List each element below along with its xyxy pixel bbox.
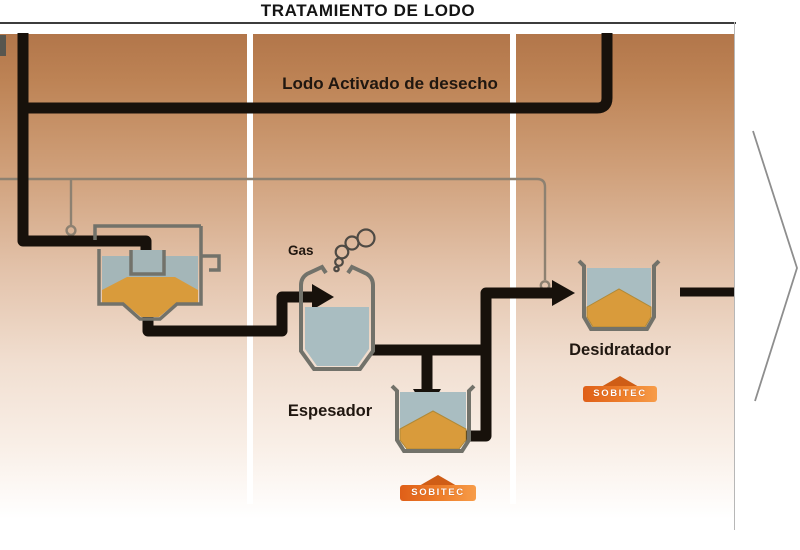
clarifier-sludge xyxy=(102,277,198,317)
clarifier-bridge xyxy=(93,224,201,240)
page-title: TRATAMIENTO DE LODO xyxy=(260,1,476,20)
edge-pipe-stub xyxy=(0,35,6,56)
gas-bubbles-icon xyxy=(333,228,376,273)
stage-divider-2 xyxy=(510,34,516,504)
dehydrator-sludge xyxy=(586,288,652,328)
digester-water xyxy=(305,307,369,366)
label-dehydrator: Desidratador xyxy=(569,341,671,359)
sobitec-logo: SOBITEC xyxy=(400,475,476,501)
label-thickener: Espesador xyxy=(287,402,373,420)
sobitec-roof-icon xyxy=(419,475,457,486)
thickener-wall xyxy=(390,384,476,453)
digester-body-wall xyxy=(299,296,375,371)
chevron-right-icon xyxy=(752,130,798,402)
clarifier-effluent-weir xyxy=(201,254,221,272)
panel-top-border xyxy=(0,22,736,24)
clarifier-wall xyxy=(97,226,203,321)
pipe-return-top xyxy=(23,33,613,114)
stage-divider-1 xyxy=(247,34,253,504)
dehydrator-wall xyxy=(577,259,661,331)
sobitec-logo: SOBITEC xyxy=(583,376,657,402)
panel-right-border xyxy=(734,22,735,530)
clarifier-tank xyxy=(93,224,221,321)
thickener-tank xyxy=(390,384,476,453)
sludge-pipes xyxy=(17,33,734,442)
return-line-thin xyxy=(0,177,551,291)
label-waste-activated-sludge: Lodo Activado de desecho xyxy=(282,74,498,93)
digester-neck-right xyxy=(346,264,375,298)
sobitec-wordmark: SOBITEC xyxy=(400,485,476,501)
thickener-sludge xyxy=(399,410,467,450)
sobitec-roof-icon xyxy=(601,376,639,387)
sobitec-wordmark: SOBITEC xyxy=(583,386,657,402)
pipe-clarifier-underflow xyxy=(142,291,312,337)
digester-neck-left xyxy=(299,264,328,298)
dehydrator-water xyxy=(587,268,651,307)
label-gas: Gas xyxy=(288,243,314,258)
digester-vessel xyxy=(299,228,376,371)
pipe-thickener-to-dehydrator xyxy=(462,287,553,442)
clarifier-feedwell xyxy=(129,250,166,276)
dehydrator-tank xyxy=(577,259,661,331)
pipe-feed-left xyxy=(17,33,152,252)
